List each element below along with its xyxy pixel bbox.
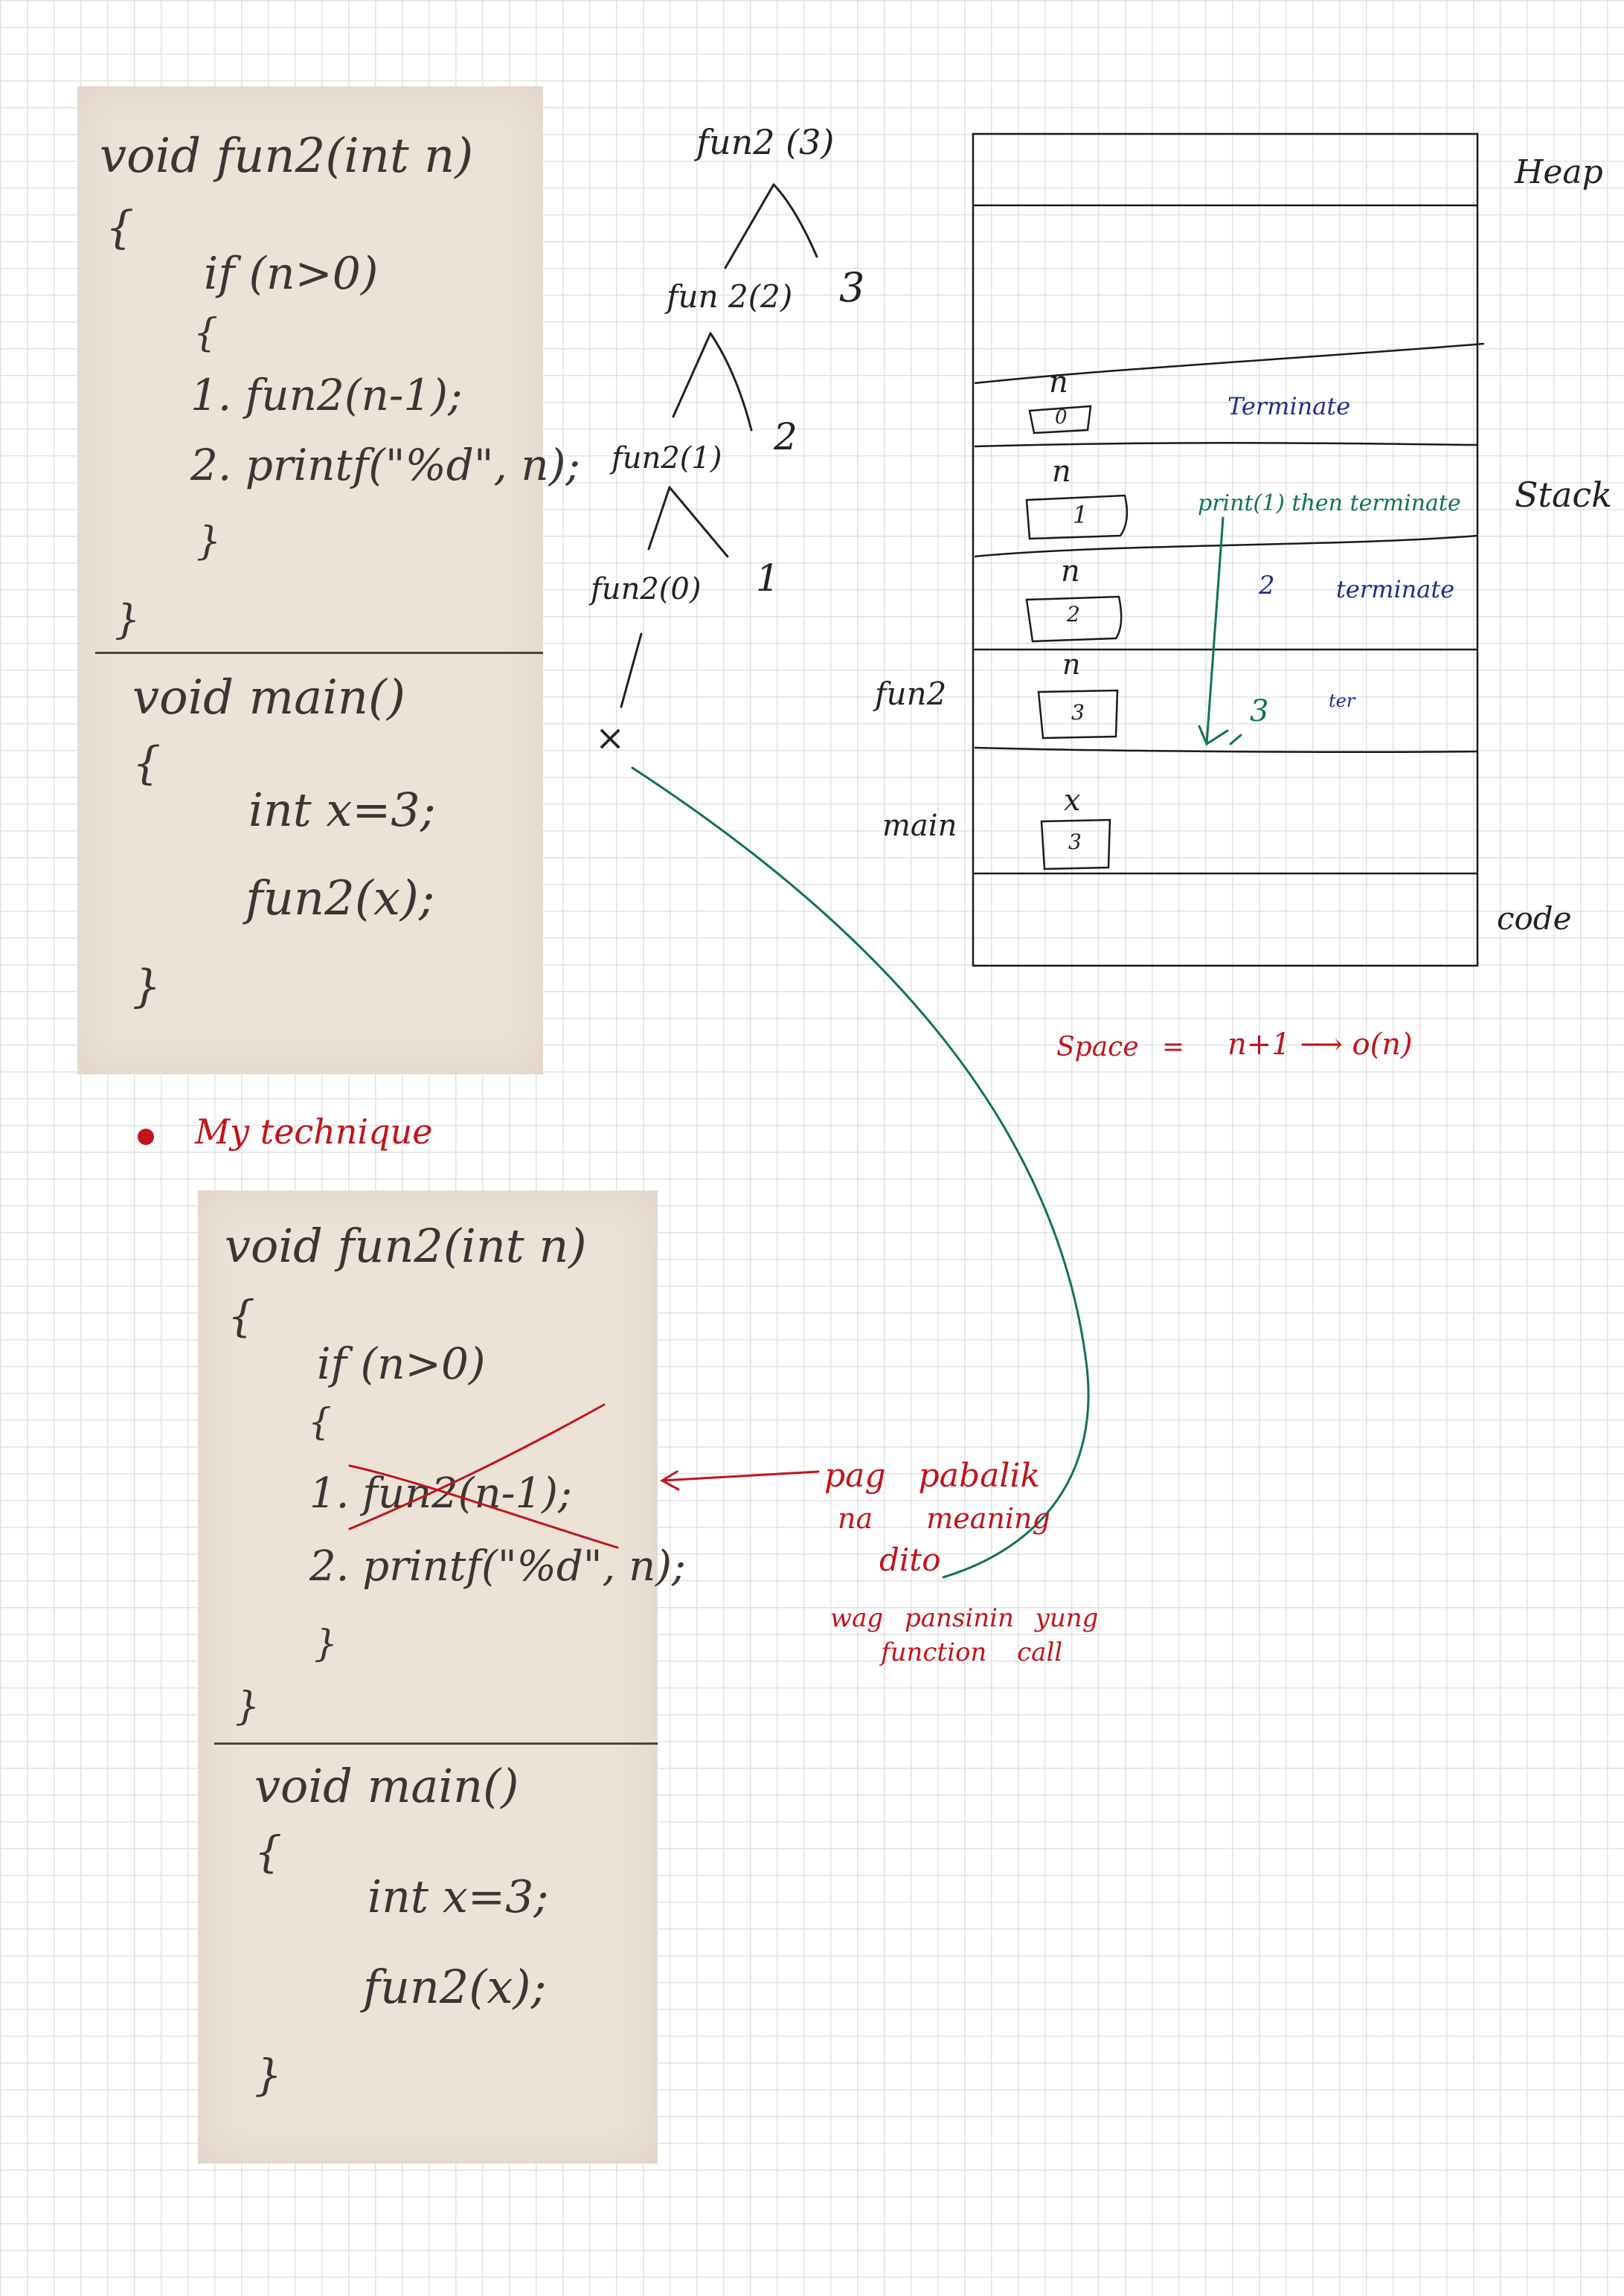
code-line: { — [308, 1400, 332, 1443]
tree-node: fun2(0) — [591, 572, 702, 606]
code-line: int x=3; — [248, 783, 436, 837]
frame-note: 3 — [1250, 694, 1269, 728]
tree-node: fun2 (3) — [696, 122, 835, 162]
var-name: n — [1052, 455, 1071, 489]
var-boxes — [1025, 405, 1129, 870]
tree-base-case: × — [595, 717, 626, 759]
tree-output: 3 — [839, 264, 865, 311]
code-line: fun2(x); — [363, 1960, 547, 2014]
frame-note: 2 — [1259, 571, 1275, 600]
code-line: { — [106, 202, 135, 254]
green-arrows — [631, 516, 1242, 1579]
var-name: n — [1049, 365, 1068, 400]
code-line: void fun2(int n) — [225, 1219, 587, 1273]
annotation-line: function call — [881, 1638, 1063, 1667]
tree-output: 1 — [756, 557, 780, 600]
red-marks — [348, 1403, 820, 1549]
code-line: } — [314, 1622, 338, 1665]
code-line: int x=3; — [368, 1871, 549, 1923]
section-label-stack: Stack — [1515, 475, 1613, 515]
technique-label: My technique — [195, 1112, 433, 1152]
code-line: } — [235, 1684, 260, 1729]
code-photo-bottom: void fun2(int n) { if (n>0) { 1. fun2(n-… — [198, 1190, 686, 2164]
var-value: 1 — [1073, 501, 1088, 529]
code-line: { — [254, 1827, 282, 1877]
code-line: 1. fun2(n-1); — [309, 1469, 572, 1518]
code-line: 1. fun2(n-1); — [190, 370, 463, 420]
space-equals: = — [1162, 1032, 1185, 1062]
code-line: if (n>0) — [204, 248, 379, 300]
code-line: } — [254, 2050, 282, 2100]
code-line: 2. printf("%d", n); — [309, 1542, 686, 1591]
code-line: } — [196, 519, 222, 564]
code-line: fun2(x); — [245, 871, 435, 926]
tree-node: fun 2(2) — [667, 278, 793, 315]
code-photo-top: void fun2(int n) { if (n>0) { 1. fun2(n-… — [77, 86, 580, 1074]
code-line: void main() — [254, 1759, 519, 1813]
technique-bullet — [138, 1129, 154, 1145]
code-line: { — [228, 1291, 255, 1341]
var-value: 3 — [1071, 700, 1085, 725]
code-divider — [214, 1742, 658, 1745]
var-name: n — [1062, 648, 1081, 681]
code-line: 2. printf("%d", n); — [190, 440, 580, 490]
tree-output: 2 — [774, 415, 797, 458]
annotation-line: na meaning — [838, 1502, 1050, 1535]
code-line: void main() — [132, 670, 405, 725]
code-divider — [95, 652, 543, 654]
section-label-heap: Heap — [1515, 153, 1603, 191]
tree-node: fun2(1) — [612, 441, 722, 475]
var-name: n — [1061, 554, 1080, 589]
code-line: } — [132, 961, 161, 1013]
var-value: 2 — [1067, 602, 1080, 626]
code-line: } — [115, 596, 141, 643]
frame-note: Terminate — [1227, 392, 1351, 420]
var-name: x — [1064, 783, 1081, 818]
code-line: { — [132, 737, 161, 789]
code-line: void fun2(int n) — [100, 129, 474, 184]
code-line: { — [193, 311, 219, 356]
section-label-code: code — [1497, 900, 1572, 937]
space-label: Space — [1056, 1032, 1139, 1062]
frame-note: print(1) then terminate — [1198, 490, 1461, 516]
var-value: 3 — [1068, 830, 1082, 854]
annotation-line: wag pansinin yung — [830, 1603, 1099, 1633]
frame-note: terminate — [1336, 575, 1455, 603]
var-value: 0 — [1055, 406, 1068, 429]
tree-branches — [620, 183, 818, 708]
memory-frame — [972, 132, 1485, 967]
frame-label-fun2: fun2 — [875, 676, 947, 712]
annotation-line: pag pabalik — [824, 1457, 1041, 1495]
code-line: if (n>0) — [317, 1338, 486, 1389]
frame-note: ter — [1329, 690, 1355, 711]
annotation-line: dito — [879, 1542, 941, 1578]
space-expression: n+1 ⟶ o(n) — [1227, 1027, 1413, 1062]
frame-label-main: main — [882, 809, 957, 843]
